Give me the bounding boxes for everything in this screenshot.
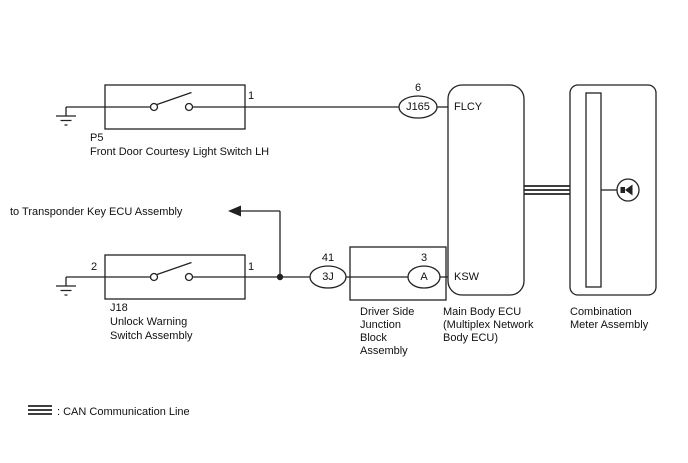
can-line-legend-icon [28, 405, 52, 415]
combination-meter-name-line2: Meter Assembly [570, 319, 649, 331]
can-communication-line [524, 185, 570, 195]
ground-icon-bottom [56, 277, 76, 296]
transponder-branch [228, 205, 284, 281]
ecu-terminal-flcy: FLCY [454, 101, 483, 113]
courtesy-switch-code: P5 [90, 132, 104, 144]
main-body-ecu-name-line2: (Multiplex Network [443, 319, 534, 331]
unlock-switch-code: J18 [110, 302, 128, 314]
courtesy-switch-pin-right: 1 [248, 90, 255, 102]
buzzer-icon [616, 178, 640, 202]
main-body-ecu-name-line1: Main Body ECU [443, 306, 522, 318]
ground-icon-top [56, 107, 76, 126]
can-legend-label: : CAN Communication Line [57, 406, 190, 418]
j165-connector-label: J165 [406, 101, 430, 113]
junction-block-box [349, 246, 447, 301]
meter-connector-strip [585, 92, 602, 288]
junction-pin-number: 41 [321, 252, 335, 264]
switch-blade-bottom [156, 261, 192, 276]
a-connector-label: A [420, 271, 428, 283]
junction-dot [276, 273, 284, 281]
junction-block-name-line2: Junction [360, 319, 401, 331]
courtesy-switch-circuit [56, 84, 448, 130]
main-body-ecu-name-line3: Body ECU) [443, 332, 499, 344]
unlock-switch-name-line1: Unlock Warning [110, 316, 188, 328]
unlock-switch-circuit [56, 254, 448, 300]
junction-block-name-line3: Block [360, 332, 387, 344]
transponder-branch-note: to Transponder Key ECU Assembly [10, 206, 183, 218]
junction-block-name-line4: Assembly [360, 345, 408, 357]
unlock-switch-pin-left: 2 [91, 261, 98, 273]
courtesy-switch-name: Front Door Courtesy Light Switch LH [90, 146, 270, 158]
j165-pin-number: 6 [414, 82, 422, 94]
junction-connector-label: 3J [322, 271, 334, 283]
unlock-switch-name-line2: Switch Assembly [110, 330, 193, 342]
combination-meter-name-line1: Combination [570, 306, 632, 318]
arrow-left-icon [228, 205, 241, 217]
main-body-ecu-box [447, 84, 525, 296]
unlock-switch-pin-right: 1 [248, 261, 255, 273]
a-pin-number: 3 [420, 252, 428, 264]
buzzer-speaker-icon [620, 184, 633, 196]
ecu-terminal-ksw: KSW [454, 271, 480, 283]
switch-blade-top [156, 91, 192, 106]
junction-block-name-line1: Driver Side [360, 306, 415, 318]
